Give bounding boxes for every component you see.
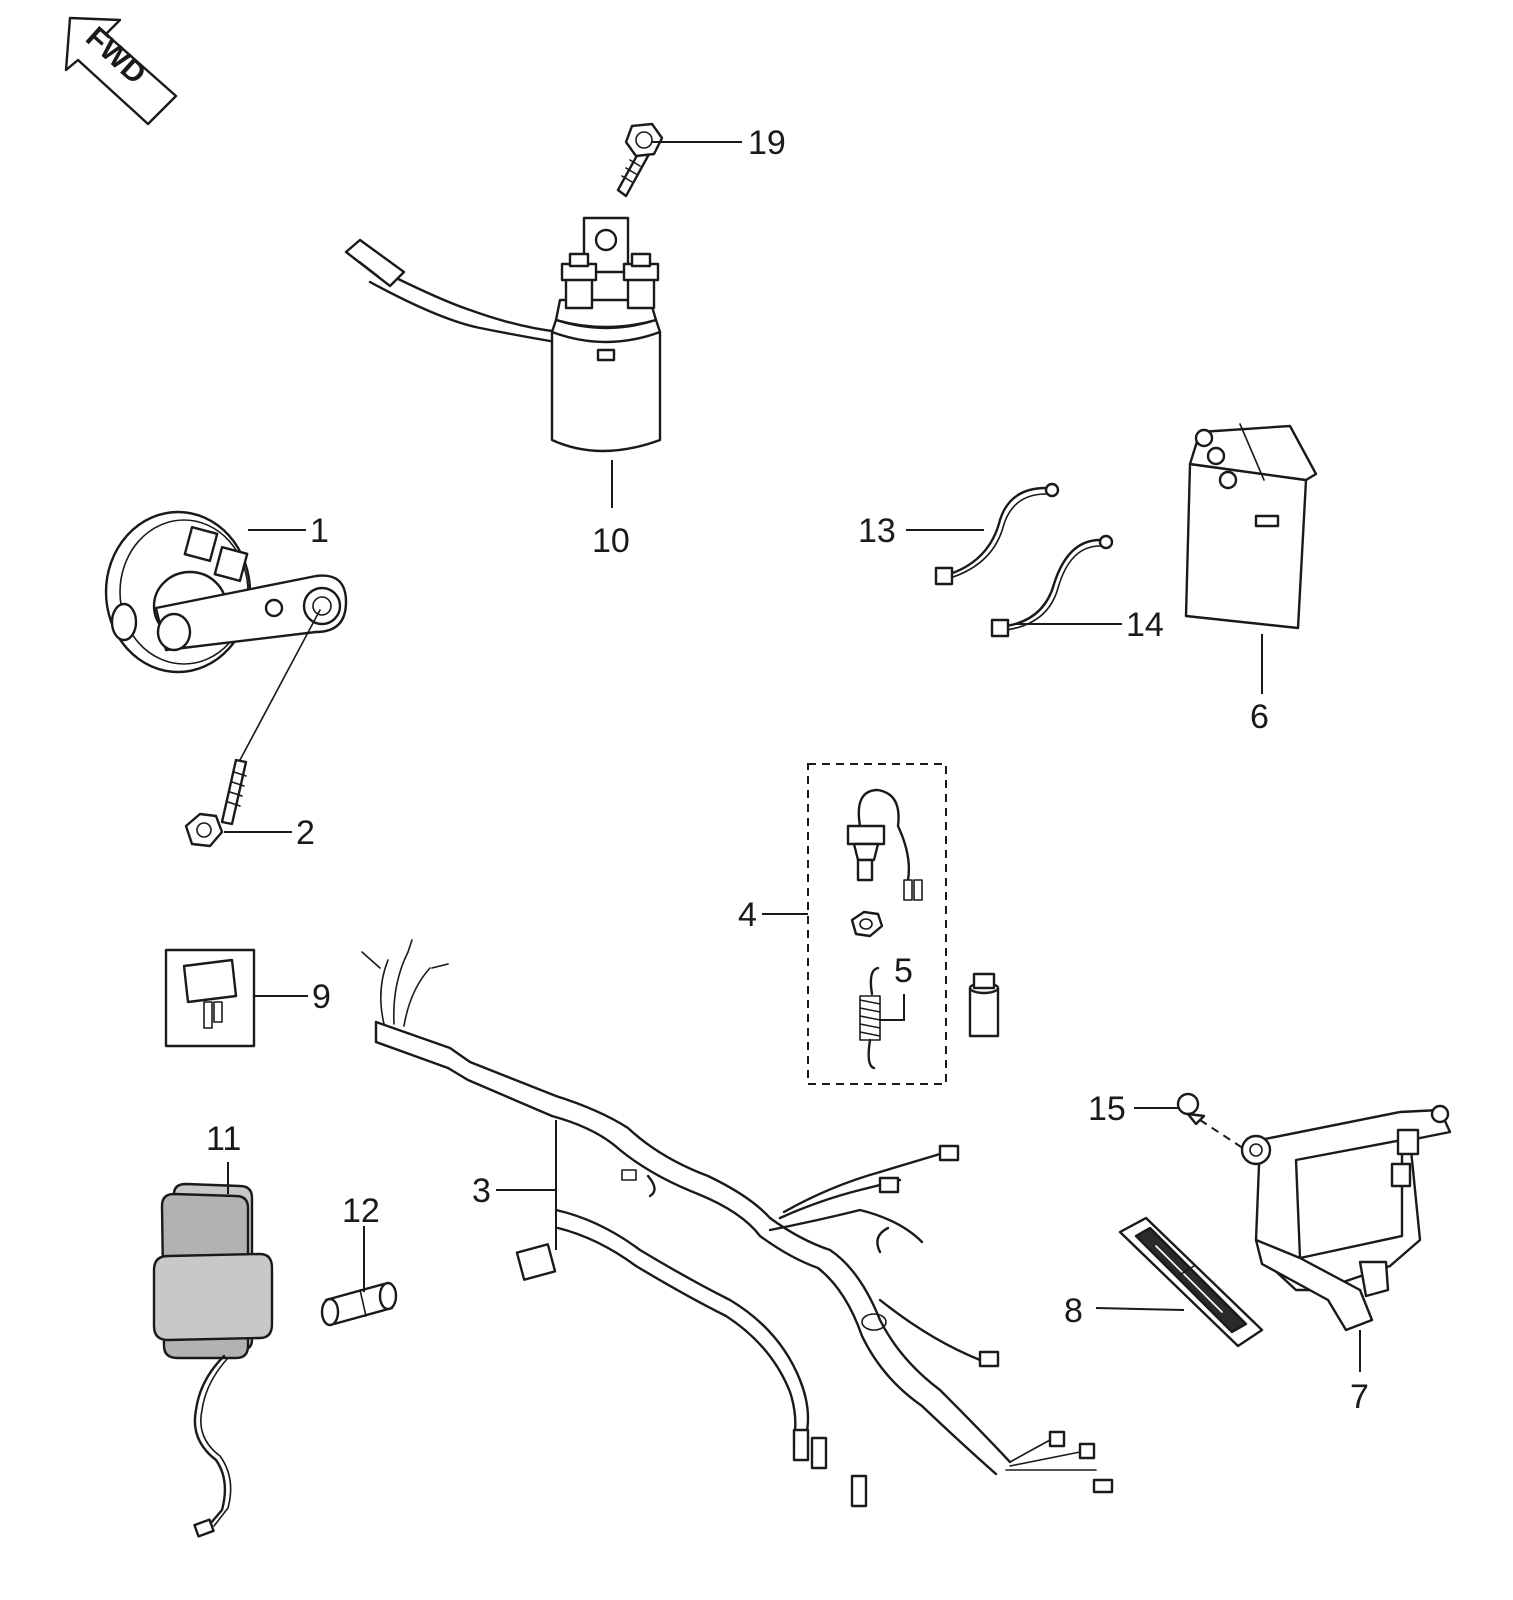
part-10-starter-relay <box>344 216 662 453</box>
part-9-relay <box>164 948 256 1048</box>
part-12-fuse <box>320 1281 398 1327</box>
callout-11: 11 <box>206 1120 241 1158</box>
part-1-horn <box>104 510 348 674</box>
callout-10: 10 <box>592 522 630 560</box>
callout-14: 14 <box>1126 606 1164 644</box>
part-19-bolt <box>616 122 664 198</box>
part-6-battery <box>1184 423 1318 630</box>
callout-8: 8 <box>1064 1292 1083 1330</box>
callout-1: 1 <box>310 512 329 550</box>
callout-2: 2 <box>296 814 315 852</box>
part-2-bolt <box>184 609 321 848</box>
callout-3: 3 <box>472 1172 491 1210</box>
callout-7: 7 <box>1350 1378 1369 1416</box>
part-8-strip <box>1118 1216 1264 1348</box>
cylinder-part <box>968 972 1000 1038</box>
part-4-group <box>807 763 947 1085</box>
callout-6: 6 <box>1250 698 1269 736</box>
forward-arrow-icon: FWD <box>64 16 178 126</box>
part-5-spring <box>859 966 881 1070</box>
callout-12: 12 <box>342 1192 380 1230</box>
part-7-ecu-bracket <box>1240 1104 1452 1332</box>
callout-9: 9 <box>312 978 331 1016</box>
part-3-wiring-harness <box>361 939 1114 1508</box>
callout-19: 19 <box>748 124 786 162</box>
part-11-module <box>152 1182 274 1538</box>
callout-4: 4 <box>738 896 757 934</box>
leader-lines <box>224 141 1361 1372</box>
part-14-battery-cable <box>990 534 1114 638</box>
callout-5: 5 <box>894 952 913 990</box>
callout-13: 13 <box>858 512 896 550</box>
part-13-battery-cable <box>934 482 1060 586</box>
callout-15: 15 <box>1088 1090 1126 1128</box>
